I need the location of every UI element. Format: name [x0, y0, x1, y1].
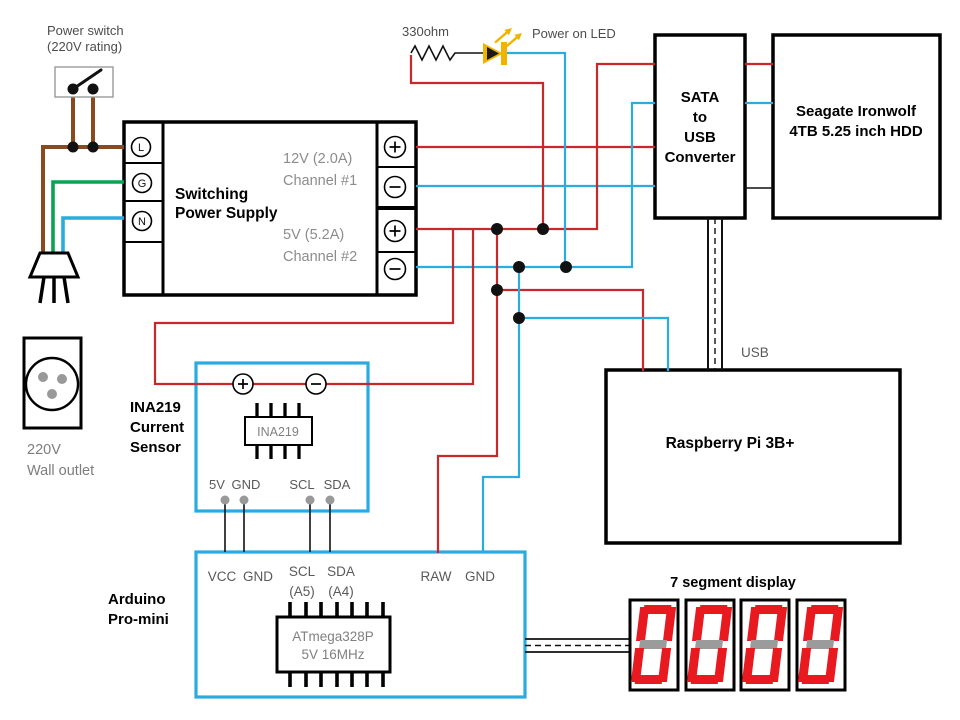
wire-gnd-feed: [481, 267, 521, 553]
wire-pi-gnd: [519, 316, 670, 371]
arduino-pin-scl-alt-label: (A5): [289, 584, 315, 599]
sata-converter-line2: to: [693, 109, 707, 126]
sata-converter-line1: SATA: [681, 89, 720, 106]
ina219-pin-scl-label: SCL: [289, 477, 314, 492]
ina219-label-line1: INA219: [130, 399, 181, 416]
arduino-label-line2: Pro-mini: [108, 611, 169, 628]
ina219-label-line3: Sensor: [130, 439, 181, 456]
arduino-pin-sda-label: SDA: [327, 564, 355, 579]
arduino-label-line1: Arduino: [108, 591, 166, 608]
hdd-label-line2: 4TB 5.25 inch HDD: [789, 123, 923, 140]
wire-i2c-bundle: [224, 504, 331, 552]
ina219-label-line2: Current: [130, 419, 184, 436]
atmega328p-chip: ATmega328P 5V 16MHz: [275, 602, 392, 687]
psu-ch1-line2: Channel #1: [283, 173, 357, 189]
hdd-label-line1: Seagate Ironwolf: [796, 103, 917, 120]
seven-segment-digit: [739, 598, 791, 692]
hdd-box: [771, 33, 942, 220]
power-switch: [54, 66, 114, 98]
psu-terminals: L G N: [130, 135, 407, 281]
raspberry-pi-box: [604, 368, 902, 545]
wire-pi-5v: [497, 288, 645, 371]
terminal-ch1-plus-icon: [383, 135, 407, 159]
sata-usb-converter-box: [653, 33, 747, 220]
terminal-ch1-minus-icon: [383, 175, 407, 199]
terminal-l-label: L: [138, 142, 144, 154]
wire-mains-ground: [51, 180, 124, 255]
psu-ch2-line2: Channel #2: [283, 249, 357, 265]
display-cable: [525, 638, 631, 653]
led-icon: [483, 28, 522, 65]
ina219-minus-icon: [305, 373, 327, 395]
junction-dots: [67, 141, 572, 324]
wire-ina219-loop: [153, 229, 475, 386]
ina219-plus-icon: [232, 373, 254, 395]
wire-led-cathode: [507, 51, 567, 267]
ina219-pin-gnd-label: GND: [232, 477, 261, 492]
power-switch-label-line1: Power switch: [47, 23, 124, 38]
arduino-pin-gnd2-label: GND: [465, 569, 495, 584]
ina219-terminals: [232, 373, 327, 395]
seven-segment-digit: [795, 598, 847, 692]
terminal-g-label: G: [138, 178, 147, 190]
ina219-pin-5v-label: 5V: [209, 477, 225, 492]
power-switch-label-line2: (220V rating): [47, 39, 122, 54]
terminal-ch2-plus-icon: [383, 219, 407, 243]
ina219-pins: 5V GND SCL SDA: [209, 477, 351, 505]
terminal-n-label: N: [138, 216, 146, 228]
sata-converter-line4: Converter: [665, 149, 736, 166]
wire-5v-plus-rail: [416, 62, 655, 231]
wire-mains-neutral: [61, 216, 124, 255]
ina219-chip: INA219: [244, 403, 313, 459]
seven-segment-digit: [628, 598, 680, 692]
wire-led-anode: [409, 55, 545, 229]
arduino-pin-sda-alt-label: (A4): [328, 584, 354, 599]
psu-ch2-line1: 5V (5.2A): [283, 227, 344, 243]
ina219-pin-sda-label: SDA: [324, 477, 351, 492]
psu-name-line2: Power Supply: [175, 205, 278, 222]
seven-segment-display: [628, 598, 847, 692]
atmega-chip-line2: 5V 16MHz: [301, 647, 364, 662]
power-plug: [27, 251, 81, 304]
arduino-pin-gnd-label: GND: [243, 569, 273, 584]
ina219-chip-label: INA219: [257, 425, 299, 439]
wall-outlet-label-line2: Wall outlet: [27, 463, 94, 479]
arduino-pin-scl-label: SCL: [289, 564, 316, 579]
terminal-ch2-minus-icon: [383, 257, 407, 281]
power-on-led-label: Power on LED: [532, 26, 616, 41]
usb-cable-label: USB: [741, 345, 769, 360]
usb-cable: [707, 218, 723, 370]
resistor-label: 330ohm: [402, 24, 449, 39]
wall-outlet: [22, 336, 83, 430]
wall-outlet-label-line1: 220V: [27, 442, 61, 458]
wire-mains-live: [41, 89, 124, 255]
seven-segment-label: 7 segment display: [670, 575, 796, 591]
arduino-pin-vcc-label: VCC: [208, 569, 237, 584]
sata-converter-line3: USB: [684, 129, 716, 146]
psu-name-line1: Switching: [175, 186, 248, 203]
switch-lever: [71, 68, 103, 91]
seven-segment-digit: [684, 598, 736, 692]
wire-raw-feed: [436, 229, 499, 553]
atmega-chip-line1: ATmega328P: [292, 629, 374, 644]
psu-ch1-line1: 12V (2.0A): [283, 151, 352, 167]
arduino-pin-raw-label: RAW: [421, 569, 452, 584]
arduino-pins: VCC GND SCL (A5) SDA (A4) RAW GND: [208, 564, 496, 599]
resistor-icon: [410, 44, 483, 62]
psu-box: [122, 120, 418, 297]
raspberry-pi-label: Raspberry Pi 3B+: [666, 435, 795, 452]
